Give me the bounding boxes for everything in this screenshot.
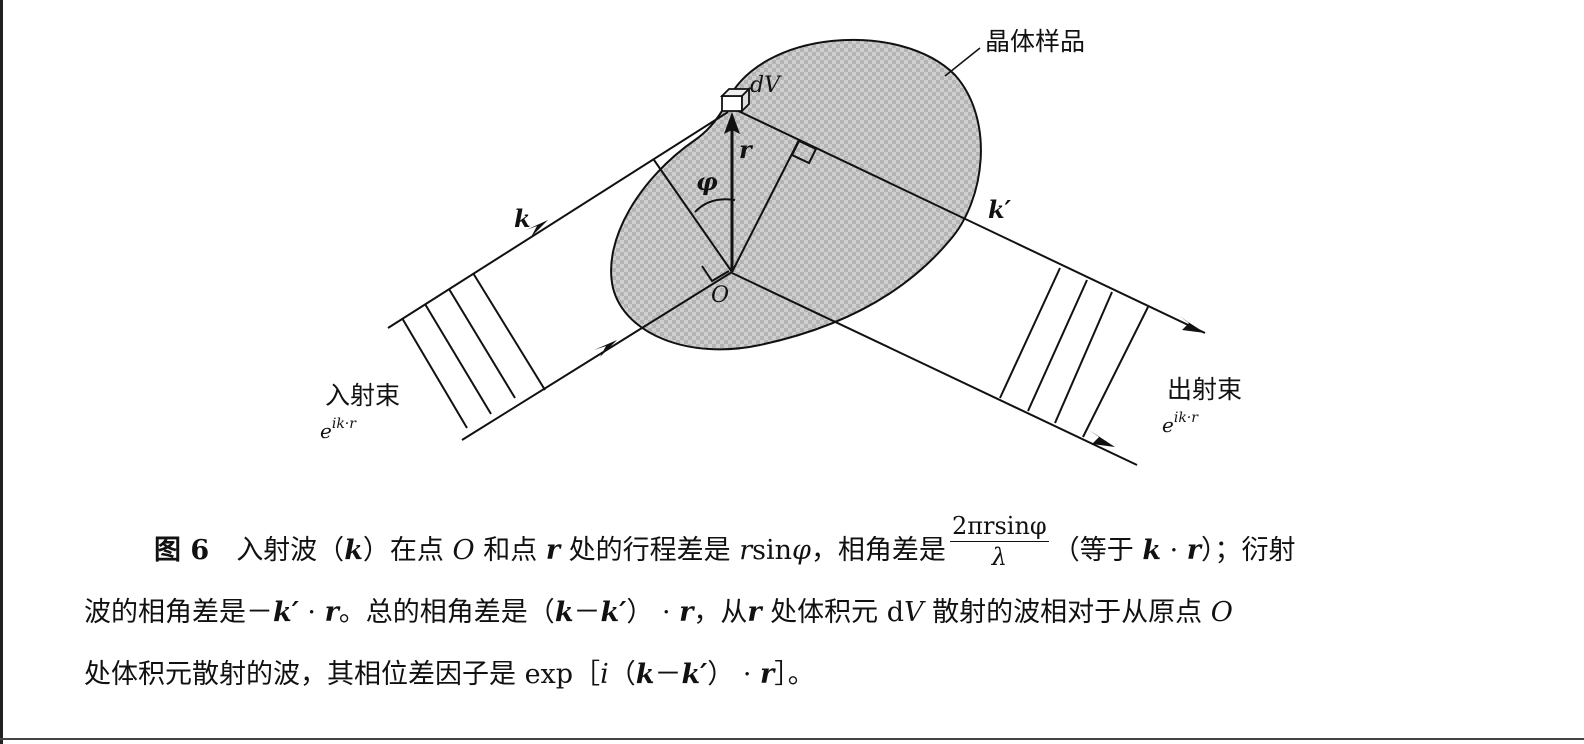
arrow-k-upper: [526, 220, 548, 237]
caption-text: 波的相角差是－: [84, 597, 273, 628]
caption-text: ］。: [774, 659, 815, 690]
page-frame-left: [0, 0, 3, 744]
symbol-k-prime: k′: [681, 659, 708, 690]
caption-text: ，相角差是: [810, 535, 946, 566]
caption-text: ，从: [693, 597, 748, 628]
symbol-r: r: [747, 597, 762, 628]
k-prime-label: k′: [988, 195, 1012, 224]
caption-text: 处的行程差是: [560, 535, 740, 566]
symbol-k-prime: k′: [273, 597, 299, 628]
incident-wavefronts: [387, 111, 733, 441]
sample-leader-line: [944, 47, 981, 77]
arrow-kprime-upper: [1179, 316, 1205, 333]
sample-label: 晶体样品: [985, 27, 1085, 56]
phi-label: φ: [696, 167, 718, 196]
caption-text: －: [573, 597, 601, 628]
perpendicular-incident: [653, 159, 733, 273]
caption-text: （: [608, 659, 636, 690]
symbol-phi: φ: [792, 535, 811, 566]
arrow-k-lower: [594, 340, 617, 357]
caption-text: 入射波（: [236, 535, 345, 566]
position-vector-r-arrowhead: [724, 112, 740, 134]
caption-text: ） ·: [707, 659, 761, 690]
right-angle-marker-outgoing: [790, 139, 818, 165]
caption-text: 处体积元 d: [761, 597, 905, 628]
incident-wave-label: eik·r: [320, 416, 357, 443]
caption-text: 。总的相角差是（: [338, 597, 555, 628]
symbol-r: r: [1186, 535, 1202, 566]
perpendicular-outgoing: [731, 139, 800, 273]
crystal-sample-shape: [610, 38, 982, 351]
arrow-kprime-lower: [1089, 430, 1115, 447]
symbol-k: k: [344, 535, 363, 566]
caption-text: ·: [1161, 535, 1187, 566]
caption-text: ）在点: [362, 535, 453, 566]
caption-text: 散射的波相对于从原点: [923, 597, 1211, 628]
symbol-o: O: [1210, 597, 1233, 628]
k-label: k: [514, 204, 531, 233]
figure-number: 图 6: [154, 535, 210, 566]
fraction-denominator: λ: [991, 543, 1007, 571]
symbol-o: O: [452, 535, 475, 566]
symbol-r: r: [545, 535, 561, 566]
volume-element-cube: [719, 86, 752, 114]
right-angle-marker-origin: [701, 265, 730, 283]
symbol-r: r: [324, 597, 339, 628]
symbol-i: i: [600, 659, 609, 690]
caption-text: （等于: [1052, 535, 1143, 566]
caption-text: 处体积元散射的波，其相位差因子是 exp［: [84, 659, 601, 690]
symbol-r-scalar: r: [739, 535, 753, 566]
caption-text: 和点: [474, 535, 546, 566]
symbol-k: k: [1142, 535, 1162, 566]
outgoing-beam-label: 出射束: [1167, 375, 1242, 404]
caption-text: －: [654, 659, 682, 690]
caption-text: sin: [752, 535, 793, 566]
r-vector-label: r: [739, 135, 754, 164]
caption-line-2: 波的相角差是－k′ · r。总的相角差是（k－k′） · r，从r 处体积元 d…: [84, 582, 1504, 644]
symbol-v: V: [904, 597, 924, 628]
symbol-k: k: [635, 659, 655, 690]
outgoing-wave-label: eik·r: [1162, 410, 1199, 437]
page-frame-bottom: [0, 738, 1584, 740]
caption-text: ）；衍射: [1201, 535, 1296, 566]
caption-text: ·: [298, 597, 325, 628]
symbol-k: k: [554, 597, 574, 628]
fraction-numerator: 2πrsinφ: [949, 512, 1049, 542]
symbol-k-prime: k′: [600, 597, 627, 628]
symbol-r: r: [760, 659, 775, 690]
symbol-r: r: [679, 597, 694, 628]
scattering-diagram: 晶体样品 dV r φ k k′ O 入射束 eik·r 出射束 eik·r: [320, 27, 1242, 466]
origin-label: O: [711, 283, 729, 308]
dv-label: dV: [750, 73, 782, 98]
caption-text: ） ·: [626, 597, 680, 628]
incident-beam-label: 入射束: [325, 381, 400, 410]
caption-line-3: 处体积元散射的波，其相位差因子是 exp［i（k－k′） · r］。: [84, 644, 1504, 706]
beam-arrowheads: [526, 220, 1205, 447]
